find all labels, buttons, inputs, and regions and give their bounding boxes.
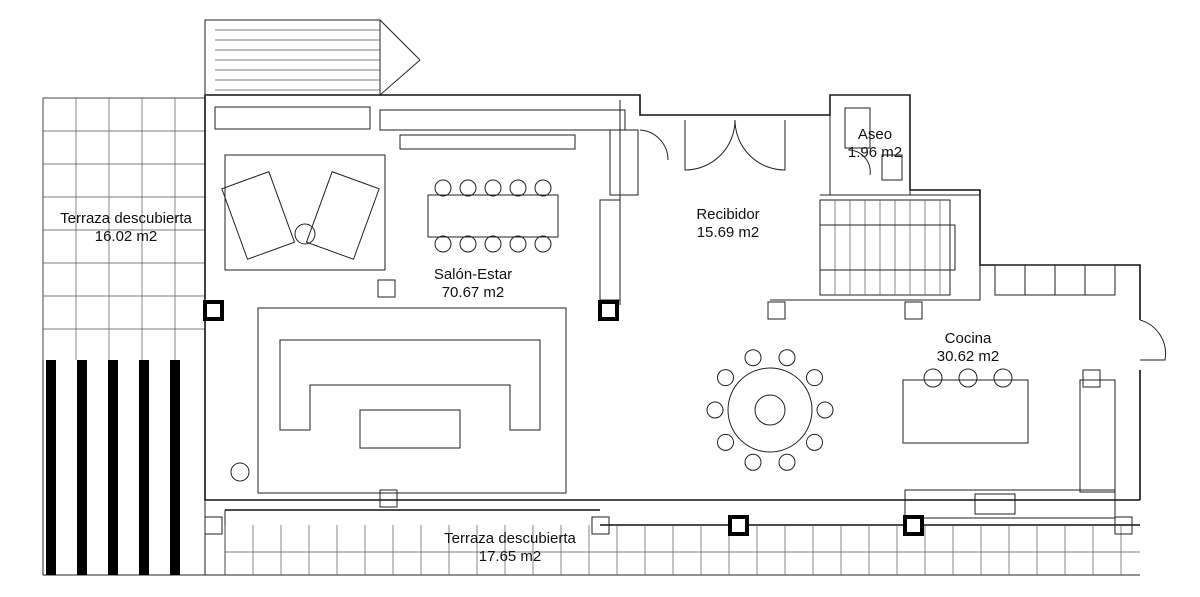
chair <box>717 433 735 451</box>
aseo-fixtures <box>829 94 911 196</box>
room-area: 70.67 m2 <box>441 284 505 301</box>
chair <box>744 349 762 367</box>
room-label-aseo: Aseo 1.96 m2 <box>848 126 902 162</box>
chair <box>509 235 527 253</box>
chair <box>509 179 527 197</box>
chair <box>434 235 452 253</box>
stripe <box>139 360 149 575</box>
chair <box>459 179 477 197</box>
room-label-recibidor: Recibidor 15.69 m2 <box>696 206 759 242</box>
room-name: Recibidor <box>696 206 760 223</box>
kitchen-units <box>902 264 1167 519</box>
chair <box>706 401 724 419</box>
chair <box>744 453 762 471</box>
stripe <box>170 360 180 575</box>
room-area: 1.96 m2 <box>847 144 903 161</box>
room-label-terraza-bottom: Terraza descubierta 17.65 m2 <box>444 530 576 566</box>
chair <box>778 349 796 367</box>
chair <box>778 453 796 471</box>
room-name: Terraza descubierta <box>444 530 576 547</box>
bottom-terrace <box>205 509 1140 576</box>
chair <box>434 179 452 197</box>
walls <box>204 94 1141 501</box>
left-terrace-tiles <box>42 97 206 576</box>
chair <box>816 401 834 419</box>
room-label-cocina: Cocina 30.62 m2 <box>937 330 1000 366</box>
room-label-terraza-left: Terraza descubierta 16.02 m2 <box>60 210 192 246</box>
room-area: 30.62 m2 <box>936 348 1000 365</box>
room-area: 15.69 m2 <box>696 224 760 241</box>
room-name: Aseo <box>857 126 893 143</box>
room-area: 17.65 m2 <box>478 548 542 565</box>
chair <box>484 179 502 197</box>
chair <box>459 235 477 253</box>
room-area: 16.02 m2 <box>94 228 158 245</box>
staircase <box>819 199 956 296</box>
chair <box>717 369 735 387</box>
chair <box>534 179 552 197</box>
room-name: Cocina <box>944 330 992 347</box>
chair <box>534 235 552 253</box>
stripe <box>108 360 118 575</box>
round-dining-table <box>706 349 834 471</box>
chair <box>805 433 823 451</box>
room-label-salon: Salón-Estar 70.67 m2 <box>434 266 512 302</box>
stripe <box>46 360 56 575</box>
columns <box>203 279 1133 536</box>
upper-stair <box>204 19 421 96</box>
chair <box>484 235 502 253</box>
chair <box>805 369 823 387</box>
stripe <box>77 360 87 575</box>
salon-furniture <box>221 119 786 494</box>
room-name: Terraza descubierta <box>60 210 192 227</box>
room-name: Salón-Estar <box>433 266 513 283</box>
